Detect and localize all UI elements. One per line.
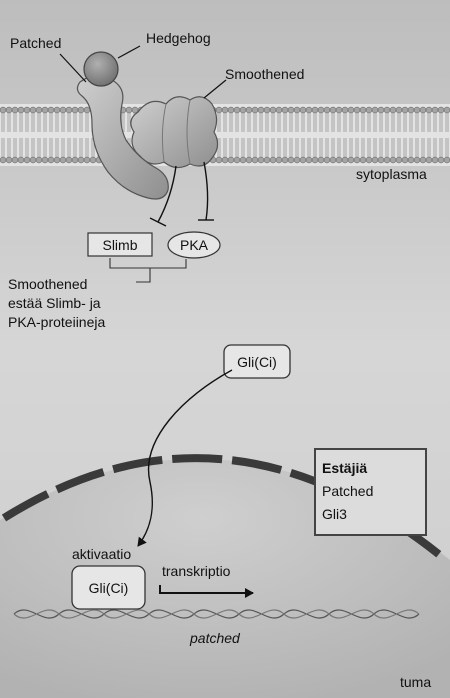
- note-line-2: estää Slimb- ja: [8, 295, 101, 311]
- bracket: [109, 258, 187, 283]
- gli-top-label: Gli(Ci): [237, 353, 277, 370]
- smoothened-protein: [130, 96, 219, 169]
- smoothened-pointer: [203, 79, 227, 99]
- patched-protein: [76, 74, 169, 200]
- hedgehog-ligand: [83, 51, 119, 87]
- slimb-label: Slimb: [102, 236, 138, 253]
- hedgehog-pointer: [117, 45, 141, 59]
- nucleus-label: tuma: [400, 674, 432, 690]
- note-line-3: PKA-proteiineja: [8, 314, 106, 330]
- gli-nucleus-box: [71, 565, 146, 610]
- cytoplasm-label: sytoplasma: [356, 166, 427, 182]
- transcription-label: transkriptio: [162, 563, 231, 579]
- plasma-membrane: [0, 104, 450, 166]
- inhibition-lines: [149, 161, 214, 227]
- smoothened-label: Smoothened: [225, 66, 305, 82]
- inhibitor-patched: Patched: [322, 483, 374, 499]
- slimb-box: [87, 232, 153, 257]
- gli-nucleus-label: Gli(Ci): [88, 579, 129, 596]
- pka-label: PKA: [179, 237, 208, 253]
- activation-arrow: [137, 369, 233, 547]
- patched-label: Patched: [10, 35, 62, 51]
- inhibitors-box: [314, 448, 427, 536]
- gli-top-box: [223, 344, 291, 379]
- inhibitors-title: Estäjiä: [322, 460, 368, 476]
- hedgehog-label: Hedgehog: [146, 30, 211, 46]
- inhibitor-gli3: Gli3: [322, 506, 347, 522]
- gene-label: patched: [190, 630, 240, 646]
- activation-label: aktivaatio: [72, 546, 132, 562]
- patched-pointer: [59, 53, 87, 83]
- pka-oval: [167, 231, 221, 259]
- note-line-1: Smoothened: [8, 276, 88, 292]
- transcription-arrow: [159, 585, 254, 598]
- dna-helix: [13, 609, 420, 619]
